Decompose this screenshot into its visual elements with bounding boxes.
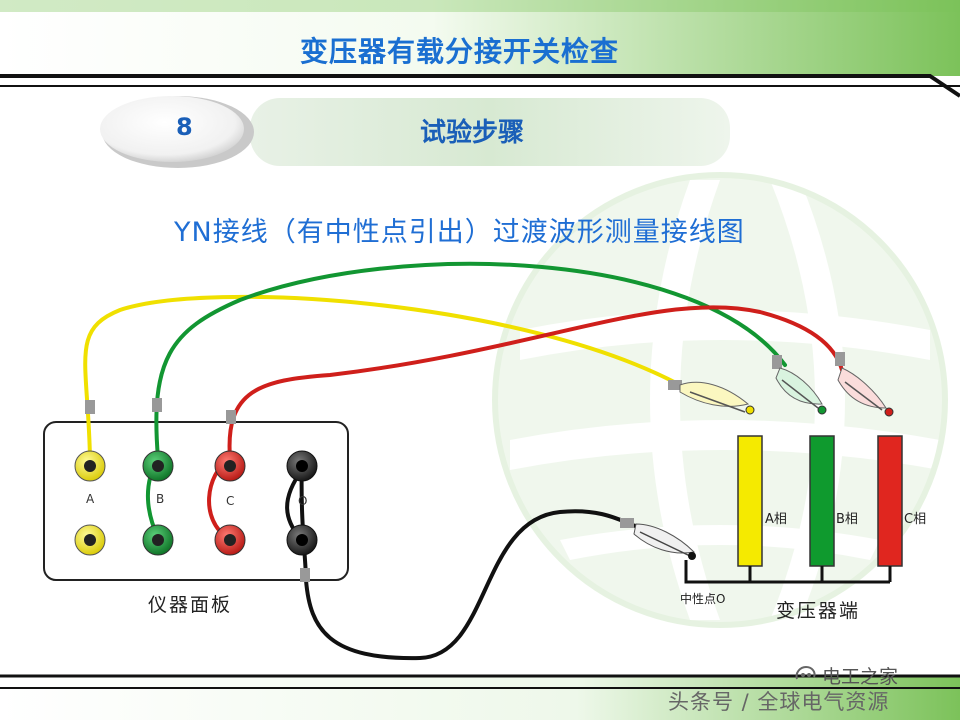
watermark-source: 头条号 / 全球电气资源 — [668, 690, 890, 714]
terminal-label-a: A — [86, 492, 95, 506]
step-title: 试验步骤 — [420, 118, 525, 148]
neutral-bus — [684, 560, 892, 584]
clip-c-red-icon — [837, 367, 894, 417]
clip-a-yellow-icon — [679, 381, 755, 415]
page-title: 变压器有载分接开关检查 — [300, 35, 620, 68]
clip-neutral-black-icon — [633, 523, 696, 560]
wire-o-black — [299, 458, 642, 661]
brand-logo-icon — [795, 665, 816, 680]
diagram-title: YN接线（有中性点引出）过渡波形测量接线图 — [174, 217, 745, 248]
jack-b-bottom — [142, 524, 174, 556]
terminal-label-b: B — [156, 492, 165, 506]
phase-label-c: C相 — [904, 512, 927, 527]
jack-o-bottom — [286, 524, 318, 556]
phase-bar-b — [809, 435, 835, 567]
jack-o-top — [286, 450, 318, 482]
terminal-label-o: O — [298, 494, 308, 508]
jack-c-bottom — [214, 524, 246, 556]
jack-a-bottom — [74, 524, 106, 556]
phase-label-a: A相 — [765, 512, 787, 527]
panel-caption: 仪器面板 — [148, 594, 233, 616]
jack-a-top — [74, 450, 106, 482]
wire-b-green — [154, 261, 787, 460]
footer-band — [0, 674, 960, 720]
watermark-brand: 电工之家 — [822, 666, 899, 688]
header-band — [0, 0, 960, 98]
phase-bar-a — [737, 435, 763, 567]
instrument-panel — [43, 421, 349, 581]
clip-b-green-icon — [775, 367, 827, 415]
phase-bar-c — [877, 435, 903, 567]
transformer-bars — [684, 435, 903, 584]
terminal-label-c: C — [226, 494, 235, 508]
jack-c-top — [214, 450, 246, 482]
jack-b-top — [142, 450, 174, 482]
step-number: 8 — [176, 113, 193, 141]
phase-label-b: B相 — [836, 512, 858, 527]
wire-a-yellow — [83, 294, 682, 460]
panel-jacks — [74, 450, 318, 556]
wire-c-red — [227, 305, 844, 460]
transformer-caption: 变压器端 — [776, 600, 861, 622]
wires — [83, 261, 845, 661]
step-bar — [100, 96, 730, 168]
neutral-point-label: 中性点O — [680, 592, 726, 606]
clips — [633, 367, 894, 560]
